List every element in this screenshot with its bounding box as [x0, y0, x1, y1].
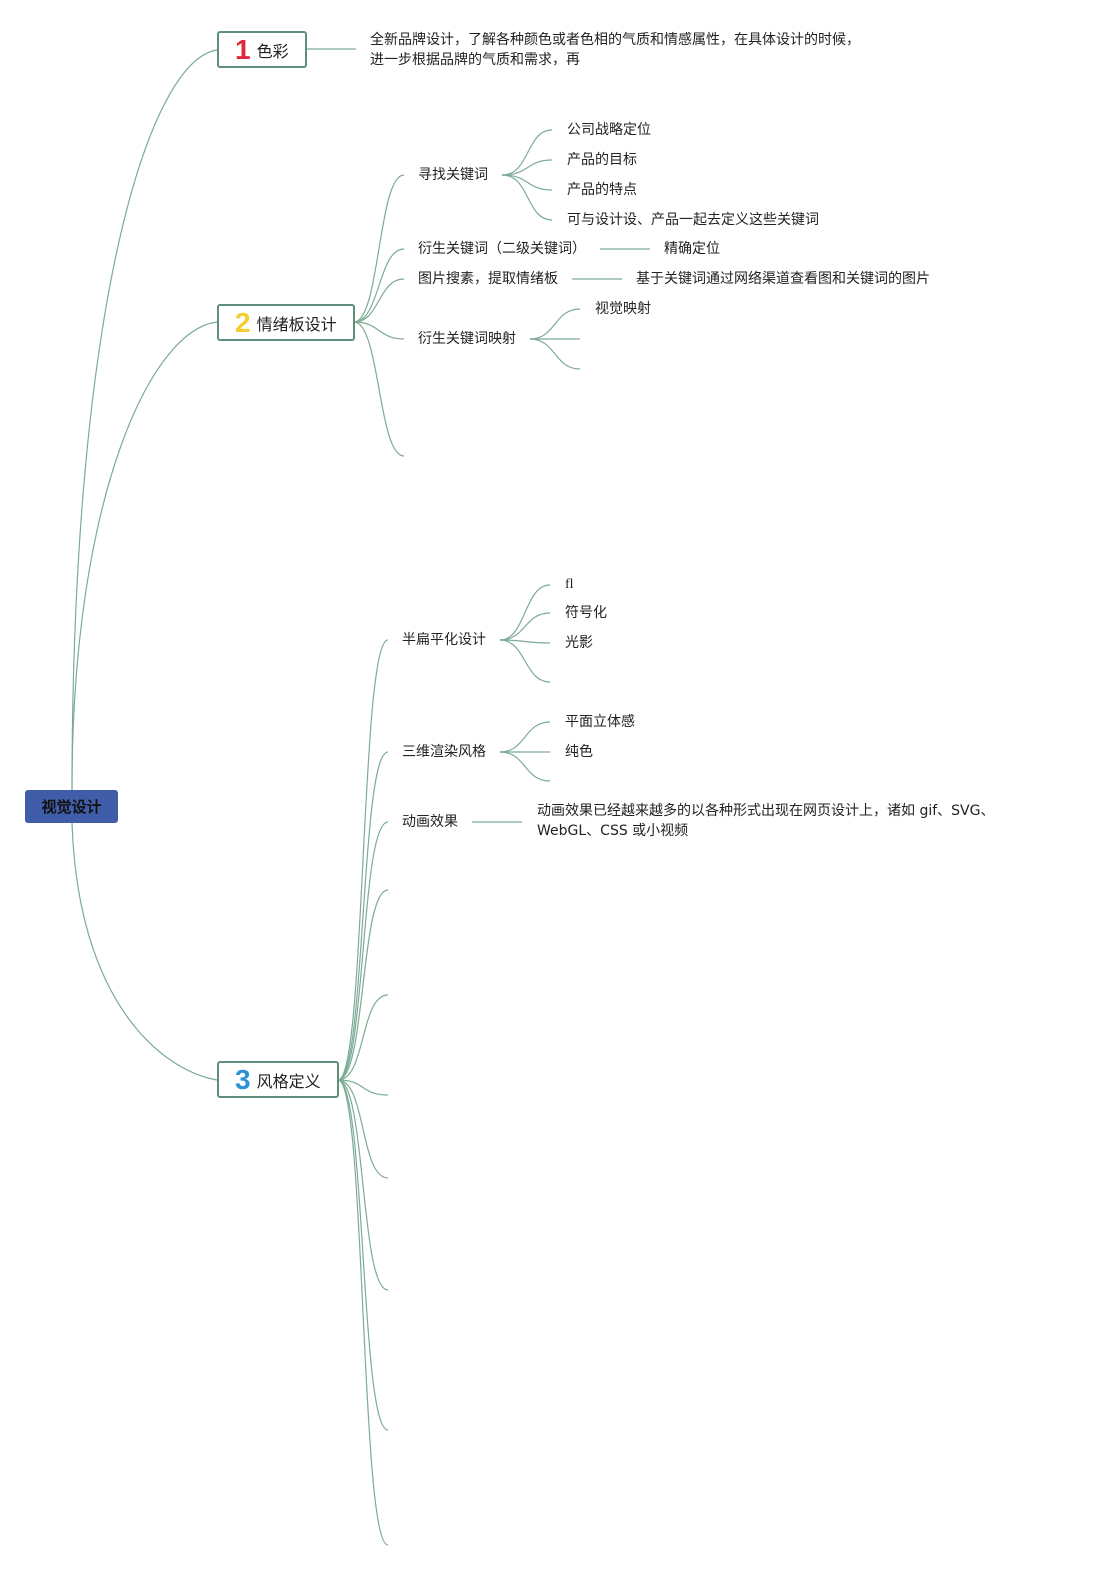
note-image-search: 基于关键词通过网络渠道查看图和关键词的图片: [636, 271, 930, 287]
leaf-solid-color[interactable]: 纯色: [565, 744, 593, 760]
note-precise-positioning: 精确定位: [664, 241, 720, 257]
subtopic-find-keywords[interactable]: 寻找关键词: [418, 167, 488, 183]
leaf-company-strategy[interactable]: 公司战略定位: [567, 122, 651, 138]
leaf-flat-3d[interactable]: 平面立体感: [565, 714, 635, 730]
leaf-product-goal[interactable]: 产品的目标: [567, 152, 637, 168]
subtopic-derived-keywords[interactable]: 衍生关键词（二级关键词）: [418, 241, 586, 257]
leaf-define-keywords[interactable]: 可与设计设、产品一起去定义这些关键词: [567, 212, 819, 228]
animation-note: 动画效果已经越来越多的以各种形式出现在网页设计上，诸如 gif、SVG、WebG…: [537, 803, 995, 839]
subtopic-image-search[interactable]: 图片搜素，提取情绪板: [418, 271, 558, 287]
topic-number-3: 3: [235, 1063, 251, 1095]
subtopic-semi-flat[interactable]: 半扁平化设计: [402, 632, 486, 648]
color-note: 全新品牌设计，了解各种颜色或者色相的气质和情感属性，在具体设计的时候，进一步根据…: [370, 32, 860, 68]
subtopic-keyword-mapping[interactable]: 衍生关键词映射: [418, 331, 516, 347]
subtopic-animation[interactable]: 动画效果: [402, 814, 458, 830]
leaf-symbolization[interactable]: 符号化: [565, 605, 607, 621]
leaf-light-shadow[interactable]: 光影: [565, 635, 593, 651]
leaf-product-features[interactable]: 产品的特点: [567, 182, 637, 198]
topic-number-1: 1: [235, 33, 251, 65]
topic-number-2: 2: [235, 306, 251, 338]
root-topic[interactable]: 视觉设计: [25, 790, 118, 823]
leaf-fl[interactable]: fl: [565, 577, 574, 592]
main-topic-color[interactable]: 1 色彩: [217, 31, 307, 68]
subtopic-3d-render[interactable]: 三维渲染风格: [402, 744, 486, 760]
leaf-visual-mapping[interactable]: 视觉映射: [595, 301, 651, 317]
topic-title: 风格定义: [256, 1071, 321, 1091]
main-topic-moodboard[interactable]: 2 情绪板设计: [217, 304, 355, 341]
topic-title: 色彩: [256, 41, 289, 61]
main-topic-style[interactable]: 3 风格定义: [217, 1061, 339, 1098]
topic-title: 情绪板设计: [256, 314, 337, 334]
